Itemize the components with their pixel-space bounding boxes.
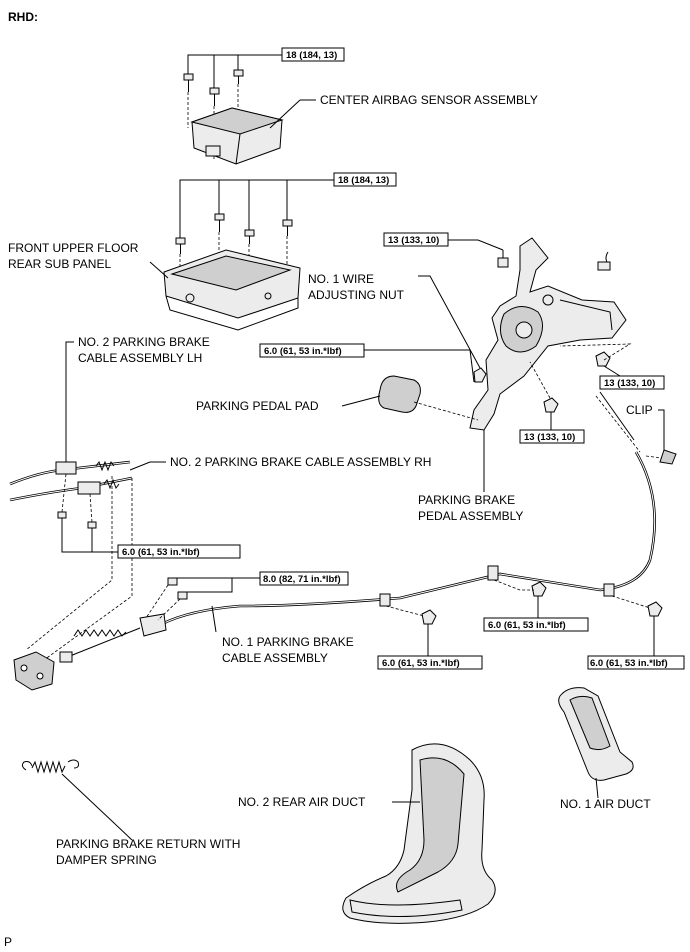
cable-lh-bracket	[55, 461, 77, 475]
torque-pedal-top: 13 (133, 10)	[388, 235, 439, 246]
torque-box-pedal-top	[383, 232, 449, 247]
torque-pedal-bottom: 13 (133, 10)	[524, 432, 575, 443]
torque-cable-bolts: 8.0 (82, 71 in.*lbf)	[263, 574, 341, 585]
lh-bracket-bolt	[87, 521, 97, 546]
torque-box-bolts-lh	[117, 544, 241, 559]
label-spring-1: PARKING BRAKE RETURN WITH	[56, 837, 240, 851]
pedal-right-nut	[595, 351, 611, 367]
cable-clamp	[487, 565, 499, 581]
clip	[659, 449, 677, 465]
cable-nut-mid	[531, 581, 547, 597]
pedal-top-bolt	[497, 250, 509, 268]
lh-bracket-bolt	[57, 511, 67, 534]
torque-box-cable-right	[587, 655, 685, 670]
label-pedal-assy-2: PEDAL ASSEMBLY	[418, 509, 523, 523]
label-spring-2: DAMPER SPRING	[56, 853, 157, 867]
front-upper-floor-panel-group: FRONT UPPER FLOOR REAR SUB PANEL	[8, 179, 334, 331]
no2-parking-brake-cables-group: NO. 2 PARKING BRAKE CABLE ASSEMBLY LH NO…	[9, 335, 431, 661]
pedal-bottom-nut	[543, 397, 559, 413]
label-cable-no1-1: NO. 1 PARKING BRAKE	[222, 635, 354, 649]
center-airbag-sensor-group: CENTER AIRBAG SENSOR ASSEMBLY	[183, 54, 538, 165]
label-cable-lh-2: CABLE ASSEMBLY LH	[78, 351, 202, 365]
label-front-upper-floor-1: FRONT UPPER FLOOR	[8, 241, 139, 255]
label-front-upper-floor-2: REAR SUB PANEL	[8, 257, 111, 271]
cable-bolt	[167, 577, 178, 586]
torque-box-cable-bolts	[259, 571, 349, 586]
cable-rh-bracket	[77, 481, 101, 495]
torque-cable-right: 6.0 (61, 53 in.*lbf)	[590, 658, 668, 669]
label-wire-nut-1: NO. 1 WIRE	[308, 272, 374, 286]
parking-pedal-pad	[378, 375, 421, 413]
panel-bolt	[244, 229, 255, 244]
panel-bolt	[214, 213, 225, 232]
panel-bolt	[175, 237, 186, 254]
torque-box-cable-left	[377, 655, 483, 670]
return-spring-group: PARKING BRAKE RETURN WITH DAMPER SPRING	[21, 759, 240, 867]
wire-adjusting-nut	[473, 367, 487, 383]
cable-clamp	[379, 593, 391, 607]
airbag-bolt	[209, 87, 220, 106]
torque-pedal-right: 13 (133, 10)	[604, 378, 655, 389]
torque-bolts-lh: 6.0 (61, 53 in.*lbf)	[122, 547, 200, 558]
torque-box-nut	[259, 343, 365, 358]
cable-nut-right	[647, 601, 663, 617]
label-rear-duct: NO. 2 REAR AIR DUCT	[238, 795, 366, 809]
torque-box-pedal-right	[599, 375, 665, 390]
footer-mark: P	[4, 935, 12, 949]
no1-air-duct-group: NO. 1 AIR DUCT	[558, 687, 651, 811]
torque-panel: 18 (184, 13)	[338, 175, 389, 186]
no1-parking-brake-cable-group: NO. 1 PARKING BRAKE CABLE ASSEMBLY	[13, 451, 663, 691]
diagram-title: RHD:	[8, 10, 38, 24]
torque-nut: 6.0 (61, 53 in.*lbf)	[264, 346, 342, 357]
torque-box-pedal-bottom	[519, 429, 585, 444]
label-wire-nut-2: ADJUSTING NUT	[308, 288, 405, 302]
label-air-duct: NO. 1 AIR DUCT	[560, 797, 651, 811]
label-center-airbag: CENTER AIRBAG SENSOR ASSEMBLY	[320, 93, 538, 107]
cable-bolt	[177, 591, 188, 600]
parking-brake-pedal-assembly-group: PARKING PEDAL PAD PARKING BRAKE PEDAL AS…	[196, 237, 677, 523]
torque-cable-left: 6.0 (61, 53 in.*lbf)	[382, 658, 460, 669]
label-cable-no1-2: CABLE ASSEMBLY	[222, 651, 328, 665]
cable-nut-left	[421, 609, 437, 625]
no2-rear-air-duct-group: NO. 2 REAR AIR DUCT	[238, 743, 496, 924]
label-cable-rh: NO. 2 PARKING BRAKE CABLE ASSEMBLY RH	[170, 455, 431, 469]
airbag-bolt	[233, 69, 244, 84]
label-parking-pedal-pad: PARKING PEDAL PAD	[196, 399, 319, 413]
torque-box-panel	[333, 172, 397, 187]
equalizer	[13, 651, 55, 691]
airbag-bolt	[183, 73, 194, 92]
torque-box-cable-mid	[483, 617, 589, 632]
torque-box-airbag	[281, 47, 345, 62]
label-cable-lh-1: NO. 2 PARKING BRAKE	[78, 335, 210, 349]
cable-clamp	[603, 583, 615, 597]
torque-airbag: 18 (184, 13)	[286, 50, 337, 61]
torque-cable-mid: 6.0 (61, 53 in.*lbf)	[488, 620, 566, 631]
pedal-connector	[597, 261, 611, 271]
label-pedal-assy-1: PARKING BRAKE	[418, 493, 515, 507]
panel-bolt	[282, 219, 293, 236]
cable-end-bracket	[139, 613, 167, 637]
label-clip: CLIP	[626, 403, 653, 417]
